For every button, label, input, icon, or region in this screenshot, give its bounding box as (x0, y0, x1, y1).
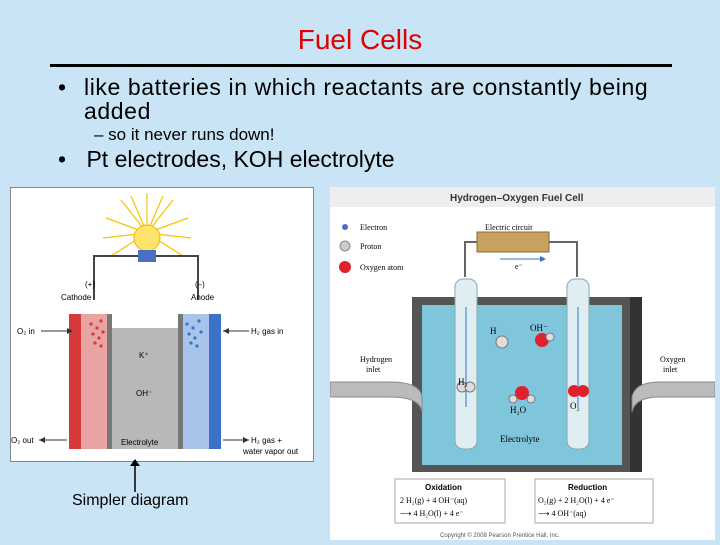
h2-out-arrowhead (243, 437, 249, 443)
h2-in-label: H₂ gas in (251, 327, 283, 336)
slide-title: Fuel Cells (297, 24, 423, 55)
sub-bullet: – so it never runs down! (94, 125, 275, 144)
electrolyte-region (109, 328, 181, 449)
copyright-text: Copyright © 2008 Pearson Prentice Hall, … (440, 532, 560, 539)
oxygen-inlet-pipe (631, 381, 716, 413)
bulb-socket (138, 250, 156, 262)
h2-in-arrowhead (223, 328, 229, 334)
reduction-title: Reduction (568, 483, 607, 492)
hydrogen-inlet-label-2: inlet (366, 365, 381, 374)
o2-out-arrowhead (39, 437, 45, 443)
water-hydrogen-1 (508, 394, 518, 404)
legend-proton: Proton (360, 242, 381, 251)
h2-out-label-1: H₂ gas + (251, 436, 282, 445)
anode-wall (209, 314, 221, 449)
o2-out-label: O₂ out (11, 436, 34, 445)
oxidation-line-1: 2 H₂(g) + 4 OH⁻(aq) (400, 496, 467, 505)
oxidation-box (394, 478, 506, 524)
water-oxygen (515, 386, 529, 400)
wire-left (93, 255, 138, 300)
hydrogen-particles (185, 319, 203, 348)
cathode-electrode (107, 314, 112, 449)
light-bulb-icon (133, 224, 161, 252)
bullet-1-text: like batteries in which reactants are co… (84, 74, 649, 124)
hydroxide-hydrogen (545, 332, 555, 342)
oh-label: OH⁻ (530, 323, 548, 333)
o2-molecule-2 (577, 385, 589, 397)
circuit-wire-right (549, 241, 578, 277)
diagram-caption: Simpler diagram (72, 492, 189, 509)
anode-chamber (181, 314, 209, 449)
o2-label: O₂ (570, 401, 580, 411)
o2-in-arrowhead (67, 328, 73, 334)
tank-side (630, 297, 642, 472)
k-ion-label: K⁺ (139, 351, 149, 360)
cathode-sign: (+) (85, 280, 95, 289)
proton-molecule (495, 335, 509, 349)
o2-in-label: O₂ in (17, 327, 35, 336)
proton-legend-icon (339, 240, 351, 252)
bullet-2: • Pt electrodes, KOH electrolyte (58, 146, 395, 173)
oxygen-inlet-label-2: inlet (663, 365, 678, 374)
h2-label: H₂ (458, 377, 468, 387)
oh-ion-label: OH⁻ (136, 389, 152, 398)
oxygen-particles (89, 319, 105, 348)
caption-pointer (130, 459, 140, 492)
h-label: H (490, 326, 497, 336)
h2-out-label-2: water vapor out (242, 447, 299, 456)
circuit-wire-left (464, 241, 477, 277)
hydrogen-inlet-pipe (329, 381, 423, 413)
electrolyte-label: Electrolyte (121, 438, 159, 447)
electron-legend-icon (342, 224, 348, 230)
simple-diagram-svg: (+) (–) Cathode Anode K⁺ OH⁻ Electrolyte… (11, 193, 299, 456)
reduction-line-1: O₂(g) + 2 H₂O(l) + 4 e⁻ (538, 496, 615, 505)
electric-circuit-board (476, 231, 550, 253)
hydrogen-inlet-label-1: Hydrogen (360, 355, 392, 364)
electron-flow-arrowhead (540, 256, 546, 262)
oxygen-atom-legend-icon (339, 261, 351, 273)
cathode-chamber (81, 314, 109, 449)
oxygen-inlet-label-1: Oxygen (660, 355, 685, 364)
reduction-box (534, 478, 654, 524)
water-hydrogen-2 (526, 394, 536, 404)
cathode-label: Cathode (61, 293, 92, 302)
oxidation-title: Oxidation (425, 483, 462, 492)
title-divider (50, 64, 672, 67)
anode-label: Anode (191, 293, 215, 302)
circuit-label: Electric circuit (485, 223, 533, 232)
electrolyte-label: Electrolyte (500, 434, 539, 444)
hydrogen-oxygen-fuel-cell-diagram: Hydrogen–Oxygen Fuel Cell Electron Proto… (329, 187, 716, 540)
diagram-title: Hydrogen–Oxygen Fuel Cell (450, 193, 584, 204)
hydroxide-oxygen (535, 333, 549, 347)
o2-molecule-1 (568, 385, 580, 397)
legend-oxygen-atom: Oxygen atom (360, 263, 404, 272)
detailed-diagram-svg: Hydrogen–Oxygen Fuel Cell Electron Proto… (329, 187, 716, 539)
legend-electron: Electron (360, 223, 387, 232)
bullet-dot: • (58, 146, 67, 172)
bullet-2-text: Pt electrodes, KOH electrolyte (86, 146, 395, 172)
anode-electrode (178, 314, 183, 449)
electron-flow-label: e⁻ (515, 262, 523, 271)
header-bar (330, 187, 715, 207)
h2o-label: H₂O (510, 405, 527, 415)
h2-molecule-2 (464, 381, 476, 393)
anode-sign: (–) (195, 280, 205, 289)
oxidation-line-2: ⟶ 4 H₂O(l) + 4 e⁻ (400, 509, 464, 518)
simple-fuel-cell-diagram: (+) (–) Cathode Anode K⁺ OH⁻ Electrolyte… (10, 187, 314, 462)
reduction-line-2: ⟶ 4 OH⁻(aq) (538, 509, 586, 518)
bullet-dot: • (58, 74, 67, 100)
cathode-wall (69, 314, 81, 449)
wire-right (156, 255, 199, 300)
